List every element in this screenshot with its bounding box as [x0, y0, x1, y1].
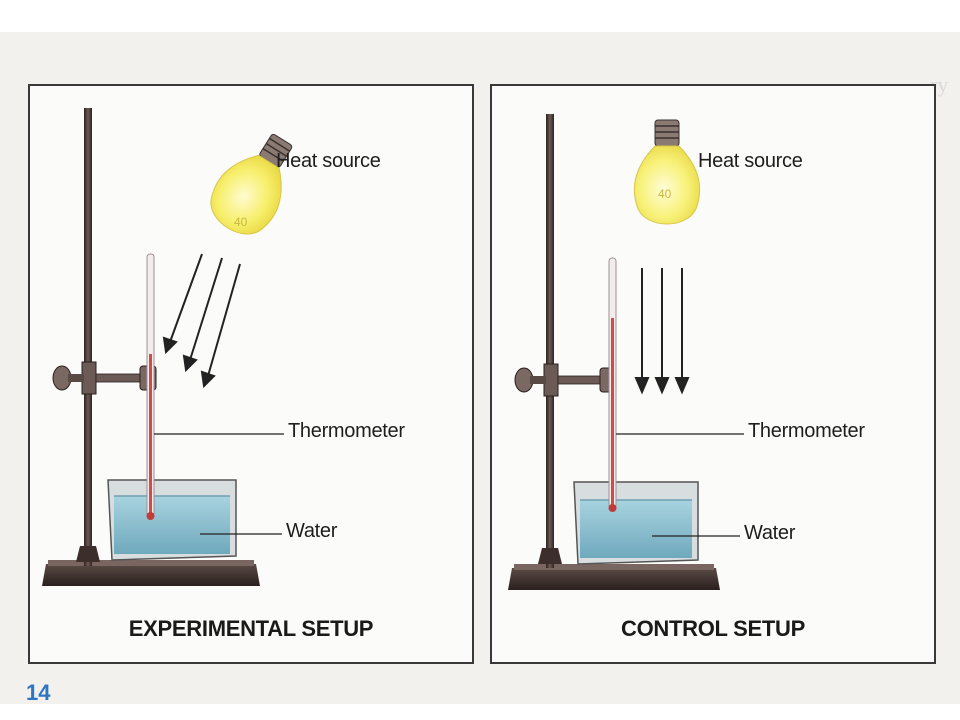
- textbook-page: ry: [0, 32, 960, 705]
- stand-base-top: [514, 564, 714, 570]
- bulb-wattage: 40: [658, 187, 672, 201]
- bulb-wattage: 40: [234, 215, 248, 229]
- heat-source-label: Heat source: [698, 150, 803, 172]
- experimental-setup-caption: EXPERIMENTAL SETUP: [128, 616, 374, 641]
- clamp-boss: [81, 361, 97, 395]
- heat-arrows: [634, 268, 690, 395]
- water-label: Water: [286, 520, 338, 542]
- stand-base: [42, 564, 260, 586]
- stand-base-top: [48, 560, 254, 566]
- control-setup-illustration: 40: [508, 114, 744, 590]
- heat-source-bulb: [210, 133, 293, 235]
- thermometer-label: Thermometer: [748, 420, 865, 442]
- water-label: Water: [744, 522, 796, 544]
- stand-base: [508, 568, 720, 590]
- control-setup-caption: CONTROL SETUP: [621, 616, 805, 641]
- experimental-setup-illustration: 40: [42, 108, 293, 586]
- stand-pole: [546, 114, 554, 568]
- clamp-boss: [543, 363, 559, 397]
- experimental-setup-panel: 40 Heat source Thermometer Water EXPERIM…: [28, 84, 474, 664]
- page-number: 14: [26, 680, 51, 705]
- control-setup-panel: 40 Heat source Thermometer Water CONTROL…: [490, 84, 936, 664]
- heat-source-label: Heat source: [276, 150, 381, 172]
- heat-arrows: [162, 253, 241, 389]
- heat-source-bulb: [633, 119, 701, 225]
- stand-pole: [84, 108, 92, 566]
- water: [114, 496, 230, 554]
- thermometer-label: Thermometer: [288, 420, 405, 442]
- water: [580, 500, 692, 558]
